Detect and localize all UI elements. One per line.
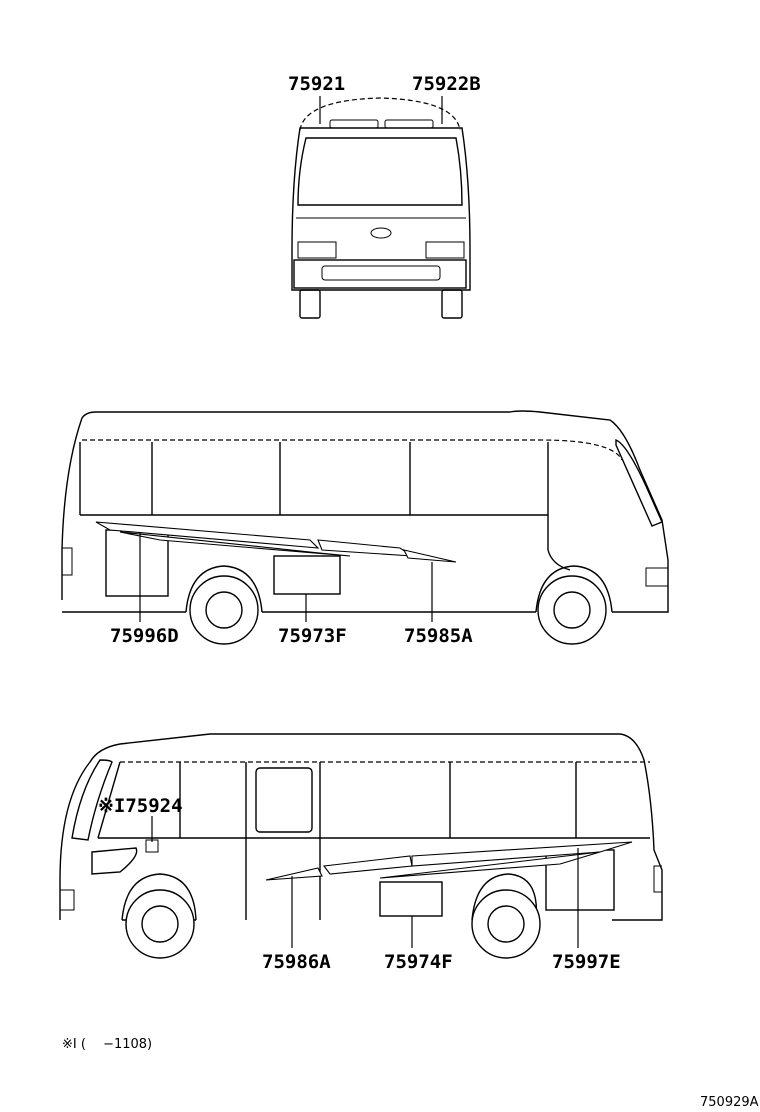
label-75985a: 75985A (404, 625, 473, 647)
diagram-code: 750929A (700, 1095, 759, 1110)
label-75986a: 75986A (262, 951, 331, 973)
label-75996d: 75996D (110, 625, 179, 647)
label-75922b: 75922B (412, 73, 481, 95)
label-75921: 75921 (288, 73, 345, 95)
label-75973f: 75973F (278, 625, 347, 647)
bus-left-side-view (59, 733, 663, 959)
bus-front-view (291, 96, 471, 319)
label-75974f: 75974F (384, 951, 453, 973)
footnote: ※I ( −1108) (62, 1037, 152, 1052)
bus-right-side-view (61, 410, 669, 645)
label-75997e: 75997E (552, 951, 621, 973)
label-75924-marked: ※I75924 (98, 795, 183, 817)
